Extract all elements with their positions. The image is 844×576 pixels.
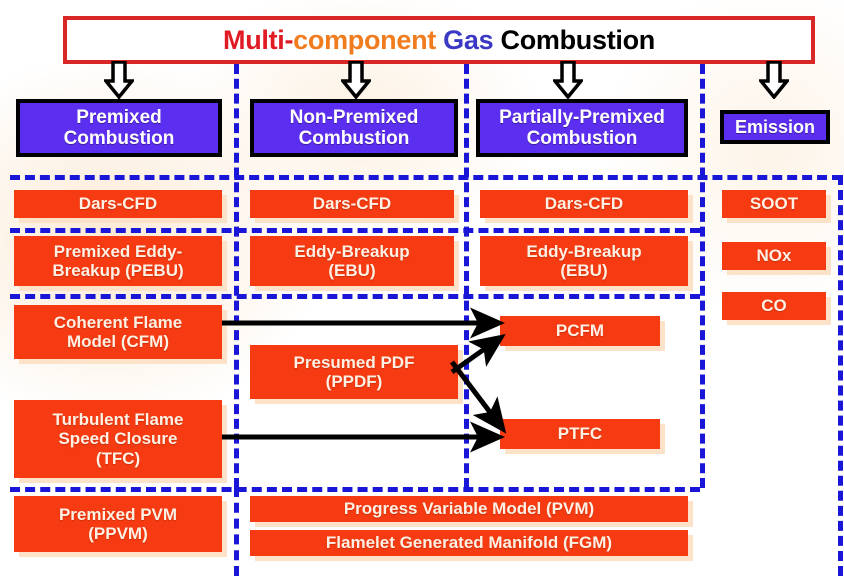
- category-box-premixed-combustion[interactable]: Premixed Combustion: [16, 99, 222, 157]
- grid-divider-vertical-2: [464, 64, 469, 488]
- model-label-line1: Coherent Flame: [53, 312, 183, 332]
- model-box-co[interactable]: CO: [722, 292, 826, 320]
- diagram-title-banner: Multi-component Gas Combustion: [63, 16, 815, 64]
- model-label-line1: PCFM: [555, 321, 605, 341]
- grid-divider-vertical-1: [234, 64, 239, 488]
- down-arrow-icon-emission: [759, 61, 789, 99]
- title-part-gas: Gas: [435, 24, 494, 55]
- model-box-flamelet-generated-manifold[interactable]: Flamelet Generated Manifold (FGM): [250, 530, 688, 556]
- arrow-ppdf-to-pcfm: [450, 333, 506, 375]
- grid-divider-vertical-1b: [234, 487, 239, 576]
- model-box-nox[interactable]: NOx: [722, 242, 826, 270]
- model-box-progress-variable-model[interactable]: Progress Variable Model (PVM): [250, 496, 688, 522]
- model-box-premixed-pvm[interactable]: Premixed PVM (PPVM): [14, 496, 222, 552]
- model-label-line1: Dars-CFD: [312, 194, 392, 214]
- down-arrow-icon-partially-premixed: [553, 61, 583, 99]
- model-label-line2: Breakup (PEBU): [52, 261, 184, 280]
- model-box-turbulent-flame-speed-closure[interactable]: Turbulent Flame Speed Closure (TFC): [14, 400, 222, 478]
- page-title: Multi-component Gas Combustion: [223, 25, 655, 56]
- grid-divider-vertical-3: [700, 64, 705, 488]
- model-label-line1: PTFC: [557, 424, 603, 444]
- model-label-line2: (PPDF): [325, 372, 383, 391]
- model-label-line1: Eddy-Breakup: [526, 241, 642, 261]
- model-label-line1: Presumed PDF: [293, 352, 415, 372]
- grid-divider-horizontal-4: [10, 487, 700, 492]
- category-box-partially-premixed-combustion[interactable]: Partially-Premixed Combustion: [476, 99, 688, 157]
- model-box-coherent-flame-model[interactable]: Coherent Flame Model (CFM): [14, 305, 222, 359]
- down-arrow-icon-premixed: [104, 61, 134, 99]
- model-box-ptfc[interactable]: PTFC: [500, 419, 660, 449]
- model-label-line1: NOx: [756, 246, 792, 266]
- model-label-line3: (TFC): [95, 448, 141, 468]
- grid-divider-horizontal-3: [10, 294, 700, 299]
- category-label-line2: Combustion: [298, 128, 410, 149]
- title-part-component: component: [293, 24, 436, 55]
- model-box-soot[interactable]: SOOT: [722, 190, 826, 218]
- category-label-line2: Combustion: [526, 128, 638, 149]
- model-label-line1: Progress Variable Model (PVM): [343, 499, 595, 519]
- model-label-line1: Dars-CFD: [78, 194, 158, 214]
- model-box-eddy-breakup-partially-premixed[interactable]: Eddy-Breakup (EBU): [480, 236, 688, 286]
- grid-divider-horizontal-1: [10, 175, 842, 180]
- category-label-line1: Emission: [734, 116, 816, 137]
- model-label-line2: Model (CFM): [67, 332, 169, 351]
- model-label-line1: Premixed PVM: [58, 504, 178, 524]
- model-label-line2: (EBU): [560, 261, 608, 280]
- model-label-line1: CO: [761, 296, 787, 316]
- model-label-line1: SOOT: [749, 194, 799, 214]
- category-label-line2: Combustion: [63, 128, 175, 149]
- down-arrow-icon-non-premixed: [341, 61, 371, 99]
- arrow-ppdf-to-ptfc: [450, 360, 507, 434]
- category-label-line1: Premixed: [76, 106, 162, 128]
- model-label-line2: (PPVM): [88, 524, 148, 543]
- model-box-presumed-pdf[interactable]: Presumed PDF (PPDF): [250, 345, 458, 399]
- grid-divider-horizontal-2: [10, 228, 700, 233]
- category-box-non-premixed-combustion[interactable]: Non-Premixed Combustion: [250, 99, 458, 157]
- model-label-line2: (EBU): [328, 261, 376, 280]
- category-label-line1: Non-Premixed: [289, 106, 419, 128]
- model-box-dars-cfd-premixed[interactable]: Dars-CFD: [14, 190, 222, 218]
- title-part-combustion: Combustion: [493, 24, 656, 55]
- model-label-line1: Dars-CFD: [544, 194, 624, 214]
- title-part-multi: Multi-: [223, 24, 294, 55]
- model-label-line2: Speed Closure: [58, 429, 178, 449]
- model-box-eddy-breakup-non-premixed[interactable]: Eddy-Breakup (EBU): [250, 236, 454, 286]
- grid-divider-vertical-right-edge: [838, 175, 843, 576]
- model-label-line1: Eddy-Breakup: [294, 241, 410, 261]
- model-label-line1: Flamelet Generated Manifold (FGM): [325, 533, 613, 553]
- model-box-dars-cfd-non-premixed[interactable]: Dars-CFD: [250, 190, 454, 218]
- model-label-line1: Premixed Eddy-: [53, 241, 183, 261]
- model-box-pcfm[interactable]: PCFM: [500, 316, 660, 346]
- model-label-line1: Turbulent Flame: [52, 409, 184, 429]
- model-box-dars-cfd-partially-premixed[interactable]: Dars-CFD: [480, 190, 688, 218]
- category-label-line1: Partially-Premixed: [499, 106, 665, 128]
- category-box-emission[interactable]: Emission: [720, 110, 830, 144]
- model-box-premixed-eddy-breakup[interactable]: Premixed Eddy- Breakup (PEBU): [14, 236, 222, 286]
